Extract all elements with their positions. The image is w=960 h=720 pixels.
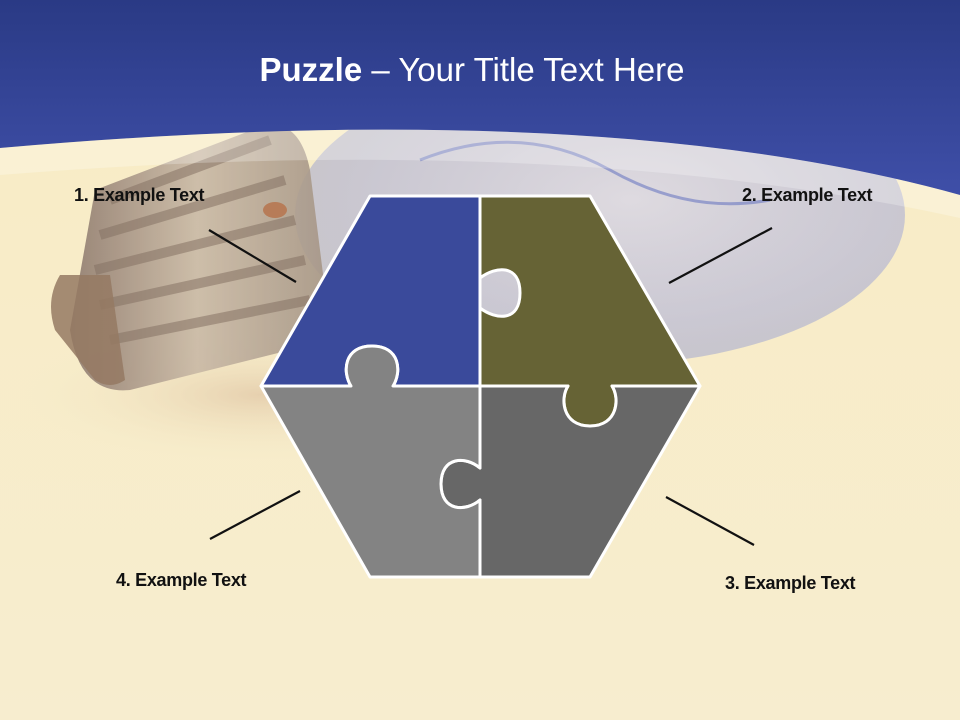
- puzzle-piece-4[interactable]: [259, 344, 482, 579]
- connector-4: [209, 490, 301, 540]
- header-arc: [0, 129, 960, 218]
- piece-label-2: 2. Example Text: [742, 185, 873, 205]
- bulb-screw-base: [51, 124, 325, 391]
- slide-title-rest: – Your Title Text Here: [371, 51, 685, 88]
- connector-3: [665, 496, 755, 546]
- piece-label-1: 1. Example Text: [74, 185, 205, 205]
- header-band: [0, 0, 960, 195]
- slide-title-bold: Puzzle: [259, 51, 363, 88]
- slide-title: Puzzle – Your Title Text Here: [0, 50, 944, 90]
- connector-1: [208, 229, 297, 283]
- connector-lines: [208, 227, 773, 546]
- puzzle-diagram: [259, 194, 702, 579]
- connector-2: [668, 227, 773, 284]
- piece-label-3: 3. Example Text: [725, 573, 856, 593]
- piece-label-4: 4. Example Text: [116, 570, 247, 590]
